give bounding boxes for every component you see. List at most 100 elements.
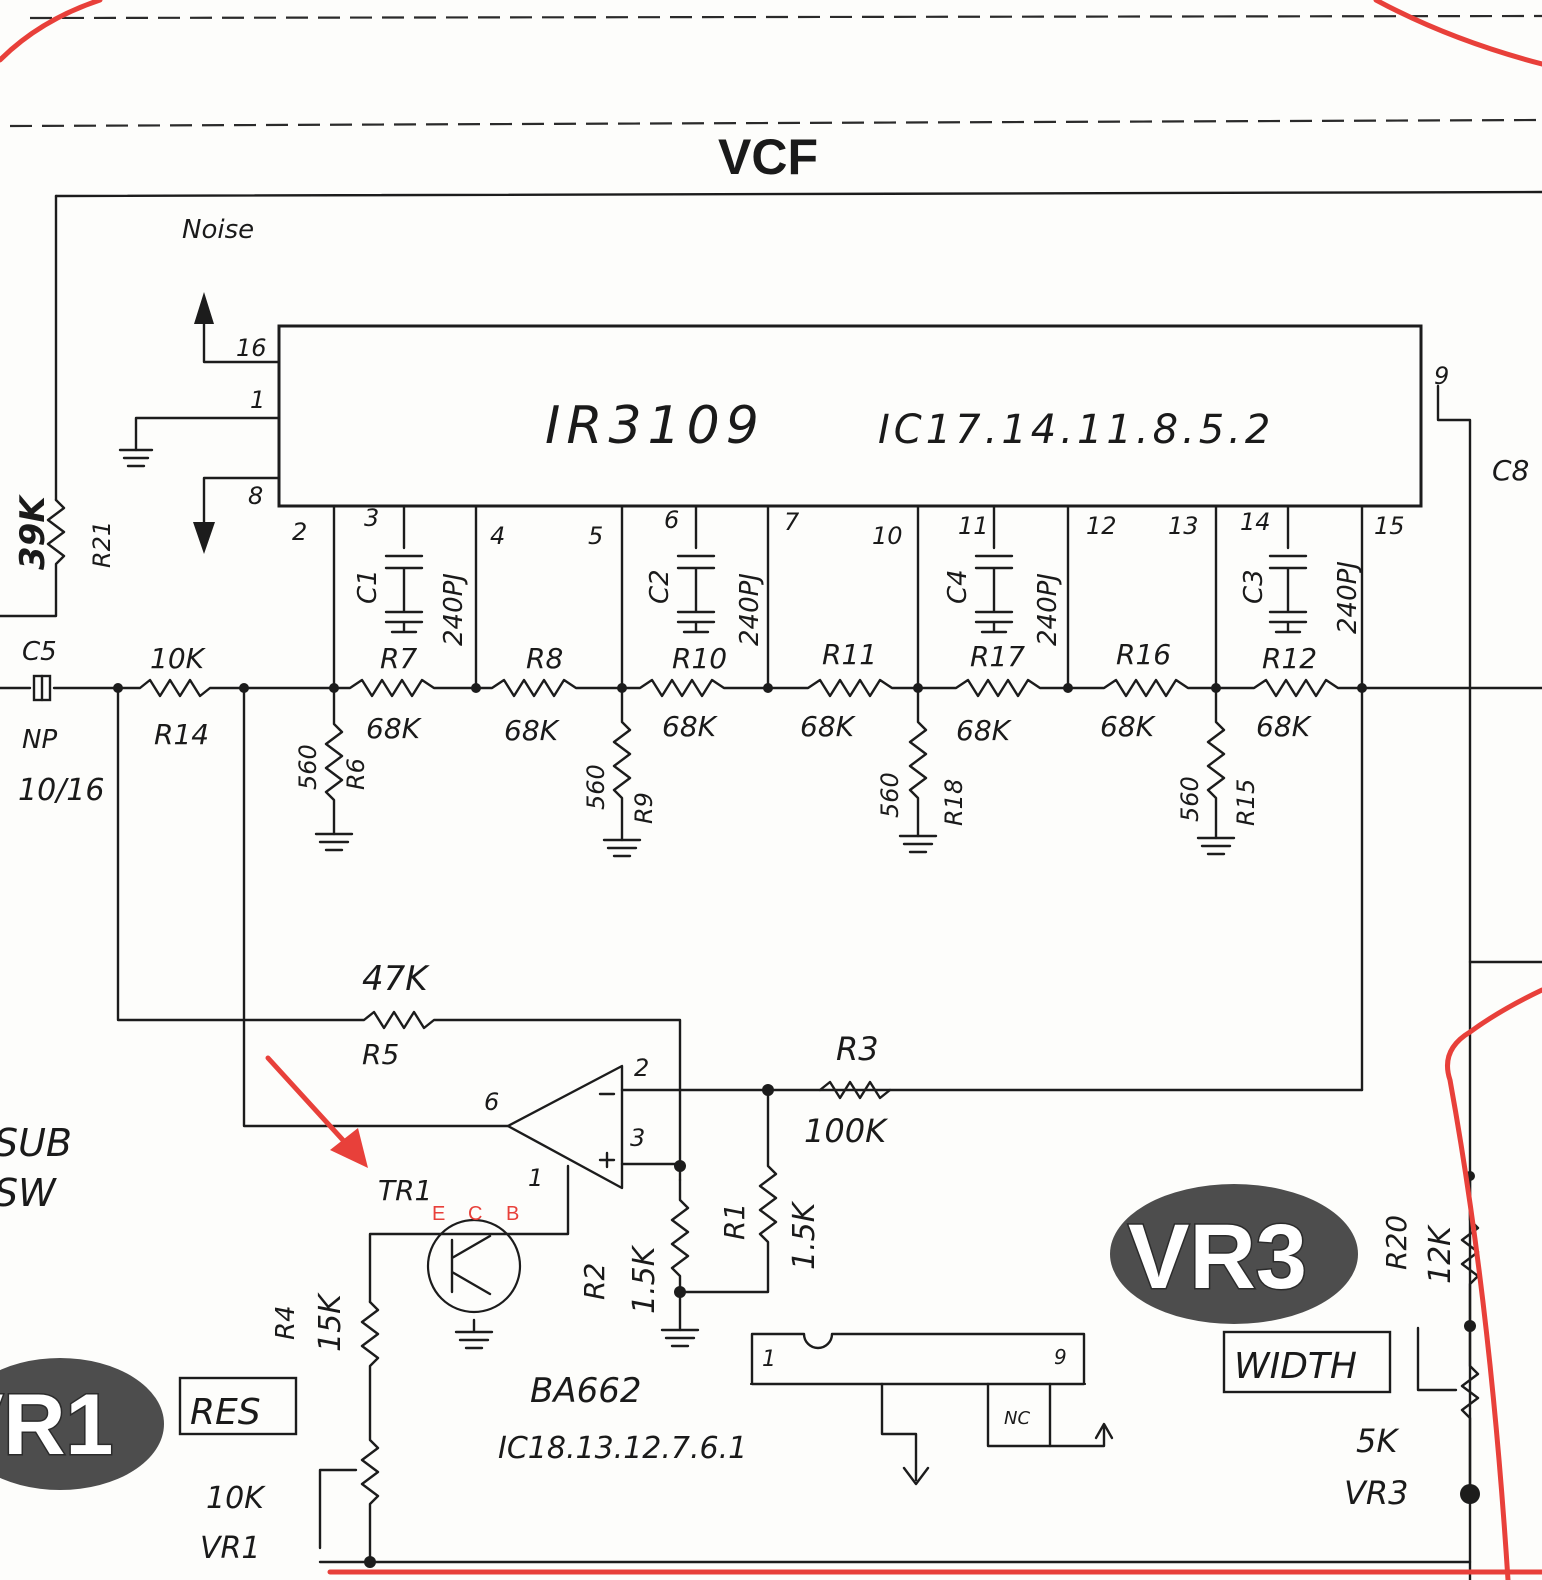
tr1-ref: TR1 xyxy=(378,1174,432,1207)
section-title: VCF xyxy=(718,129,818,185)
section-border-top xyxy=(9,14,1542,128)
tr1-pin-e: E xyxy=(432,1203,445,1225)
r16-value: 68K xyxy=(1100,710,1157,743)
cap-c4-value: 240PJ xyxy=(1033,573,1063,646)
cap-c5-type: NP xyxy=(22,725,57,755)
resistor-r21 xyxy=(0,498,66,618)
vr3-badge-text: VR3 xyxy=(1128,1206,1307,1308)
r18-value: 560 xyxy=(876,772,904,818)
ic-pin-numbers: 16 1 8 9 2 3 4 5 6 7 10 11 12 13 14 15 xyxy=(236,334,1449,550)
connector-pin-first: 1 xyxy=(762,1347,776,1372)
cap-c2 xyxy=(676,554,716,634)
r20-value: 12K xyxy=(1423,1224,1458,1284)
vr1-ref: VR1 xyxy=(200,1531,260,1566)
ic-ir3109-part: IR3109 xyxy=(545,396,765,456)
r7-ref: R7 xyxy=(380,642,417,675)
r2-ref: R2 xyxy=(578,1263,611,1300)
r4-value: 15K xyxy=(313,1292,348,1352)
r21-value: 39K xyxy=(13,494,53,570)
resistor-r2 xyxy=(660,1160,700,1348)
pin-3: 3 xyxy=(364,504,379,532)
pin-14: 14 xyxy=(1240,508,1271,536)
cap-c5-ref: C5 xyxy=(22,637,57,667)
r14-ref: R14 xyxy=(154,718,209,751)
shunt-r18 xyxy=(898,686,938,854)
r10-value: 68K xyxy=(662,710,719,743)
r15-ref: R15 xyxy=(1232,779,1260,826)
opamp-pin-2: 2 xyxy=(634,1054,649,1082)
transistor-tr1 xyxy=(426,1218,522,1350)
right-edge-label: C8 xyxy=(1492,454,1529,487)
vr1-function-box xyxy=(178,1376,298,1436)
noise-line xyxy=(54,190,1542,502)
feedback-loops xyxy=(116,686,682,1182)
cap-c4 xyxy=(974,554,1014,634)
opamp-refs: IC18.13.12.7.6.1 xyxy=(498,1431,747,1466)
r12-ref: R12 xyxy=(1262,642,1317,675)
r11-value: 68K xyxy=(800,710,857,743)
sub-sw-line1: SUB xyxy=(0,1121,72,1165)
r17-ref: R17 xyxy=(970,640,1025,673)
r8-value: 68K xyxy=(504,714,561,747)
connector-nc: NC xyxy=(1004,1408,1030,1429)
r21-ref: R21 xyxy=(88,521,116,568)
pin-13: 13 xyxy=(1168,512,1199,540)
tr1-pin-c: C xyxy=(468,1203,482,1225)
pin-15: 15 xyxy=(1374,512,1405,540)
tr1-pin-b: B xyxy=(506,1203,519,1225)
ladder-wire xyxy=(0,678,1542,698)
pin-6: 6 xyxy=(664,506,679,534)
pin-10: 10 xyxy=(872,522,903,550)
cap-labels: C1 240PJ C2 240PJ C4 240PJ C3 240PJ xyxy=(353,561,1363,646)
r16-ref: R16 xyxy=(1116,638,1171,671)
resistor-r4 xyxy=(318,1300,1472,1568)
r5-ref: R5 xyxy=(362,1038,399,1071)
cap-c5-rating: 10/16 xyxy=(18,773,104,808)
vr3-ref: VR3 xyxy=(1344,1474,1408,1512)
sub-sw-line2: SW xyxy=(0,1171,57,1215)
r4-ref: R4 xyxy=(271,1305,301,1340)
noise-label: Noise xyxy=(182,215,254,245)
pin1-ground xyxy=(118,416,281,468)
opamp-pin-6: 6 xyxy=(484,1088,499,1116)
vr3-function-label: WIDTH xyxy=(1234,1346,1357,1387)
red-arrow xyxy=(265,1055,368,1168)
vr1-badge xyxy=(0,1358,164,1490)
connector-strip xyxy=(750,1332,1114,1486)
cap-c2-value: 240PJ xyxy=(735,573,765,646)
r3-ref: R3 xyxy=(836,1030,879,1068)
cap-c5 xyxy=(32,674,52,702)
cap-c1-ref: C1 xyxy=(353,569,383,604)
r10-ref: R10 xyxy=(672,642,727,675)
r9-ref: R9 xyxy=(630,792,658,824)
vr1-badge-text: VR1 xyxy=(0,1377,113,1473)
cap-c3-ref: C3 xyxy=(1239,569,1269,604)
pin16-supply xyxy=(194,292,281,364)
pin-9: 9 xyxy=(1434,362,1449,390)
r20-ref: R20 xyxy=(1380,1215,1413,1270)
pin-8: 8 xyxy=(248,482,263,510)
r8-ref: R8 xyxy=(526,642,563,675)
pin-7: 7 xyxy=(784,508,800,536)
pin8-supply xyxy=(193,476,281,554)
r1-value: 1.5K xyxy=(787,1200,822,1270)
opamp-pin-numbers: 2 3 6 1 xyxy=(484,1054,649,1192)
shunt-r9 xyxy=(602,686,642,858)
ic-ir3109-body xyxy=(277,324,1423,508)
pin-leads xyxy=(332,504,1364,1092)
r12-value: 68K xyxy=(1256,710,1313,743)
cap-c1 xyxy=(384,554,424,634)
vr1-value: 10K xyxy=(206,1481,266,1516)
resistor-r1 xyxy=(678,1088,778,1294)
shunt-r15 xyxy=(1196,686,1236,856)
opamp-pin-3: 3 xyxy=(630,1124,645,1152)
shunt-r6 xyxy=(314,686,354,852)
cap-c2-ref: C2 xyxy=(645,569,675,604)
pin-5: 5 xyxy=(588,522,603,550)
shunt-labels: 560 R6 560 R9 560 R18 560 R15 xyxy=(294,744,1260,826)
cap-c3-value: 240PJ xyxy=(1333,561,1363,634)
pin-4: 4 xyxy=(490,522,505,550)
r6-ref: R6 xyxy=(342,758,370,790)
